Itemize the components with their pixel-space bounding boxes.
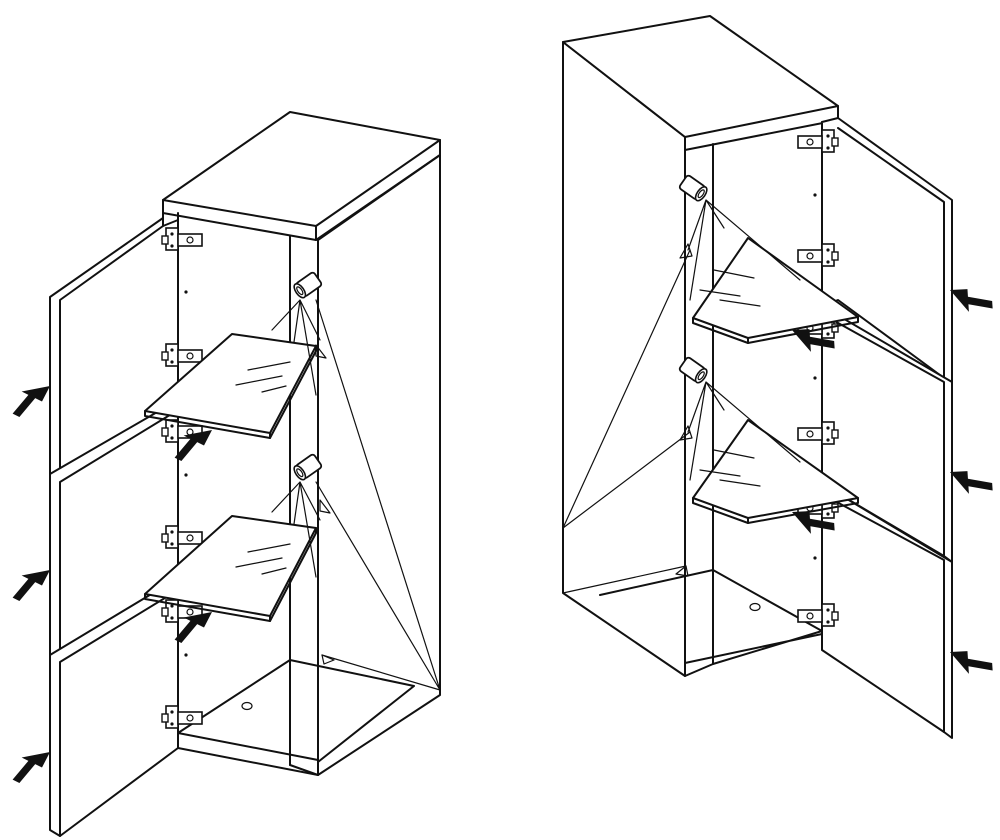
right-cabinet-bottom <box>599 569 823 665</box>
right-cabinet-front-edge <box>684 143 714 677</box>
right-cabinet-cable-hole <box>749 602 761 612</box>
left-cabinet-shelf-pin-holes <box>184 290 188 657</box>
left-cabinet-front-edge <box>289 235 319 776</box>
right-cabinet <box>562 15 996 739</box>
left-cabinet <box>5 111 441 837</box>
left-cabinet-side-panel <box>317 154 441 776</box>
left-cabinet-bottom <box>177 659 415 776</box>
left-cabinet-cable-hole <box>241 701 253 711</box>
right-cabinet-shelf-pin-holes <box>813 193 817 560</box>
right-cabinet-light-wires <box>562 199 801 594</box>
left-cabinet-light-wires <box>271 299 441 691</box>
